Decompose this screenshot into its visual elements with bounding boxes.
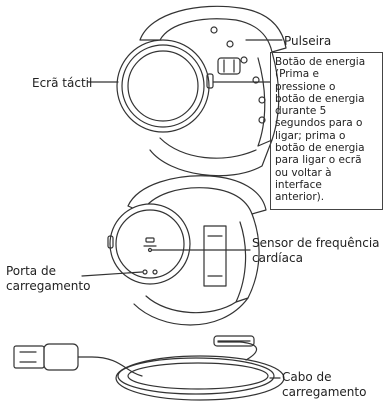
charging-cable-illustration (13, 335, 285, 401)
botao-energia-line: durante 5 (275, 105, 327, 118)
cabo-line: carregamento (282, 385, 367, 399)
porta-line: Porta de (6, 264, 56, 278)
botao-energia-line: interface (275, 178, 322, 191)
leader-porta (81, 271, 143, 277)
label-pulseira: Pulseira (284, 34, 332, 48)
watch-back-illustration (107, 175, 267, 326)
botao-energia-line: segundos para o (275, 117, 363, 130)
botao-energia-line: para ligar o ecrã (275, 154, 362, 167)
botao-energia-line: ligar; prima o (275, 129, 346, 142)
watch-front-illustration (116, 5, 287, 177)
sensor-line: Sensor de frequência (252, 236, 380, 250)
botao-energia-line: pressione o (275, 80, 336, 93)
label-porta-carregamento: Porta de carregamento (6, 264, 90, 294)
label-cabo-carregamento: Cabo de carregamento (282, 370, 366, 400)
sensor-line: cardíaca (252, 251, 303, 265)
label-ecra-tactil: Ecrã táctil (32, 76, 93, 90)
botao-energia-line: anterior). (275, 191, 325, 204)
cabo-line: Cabo de (282, 370, 332, 384)
botao-energia-line: botão de energia (275, 92, 365, 105)
label-sensor-frequencia: Sensor de frequência cardíaca (252, 236, 380, 266)
botao-energia-line: (Prima e (275, 68, 319, 81)
label-botao-energia: Botão de energia (Prima e pressione o bo… (270, 52, 383, 210)
botao-energia-line: ou voltar à (275, 166, 332, 179)
porta-line: carregamento (6, 279, 91, 293)
botao-energia-line: Botão de energia (275, 56, 366, 68)
botao-energia-line: botão de energia (275, 142, 365, 155)
